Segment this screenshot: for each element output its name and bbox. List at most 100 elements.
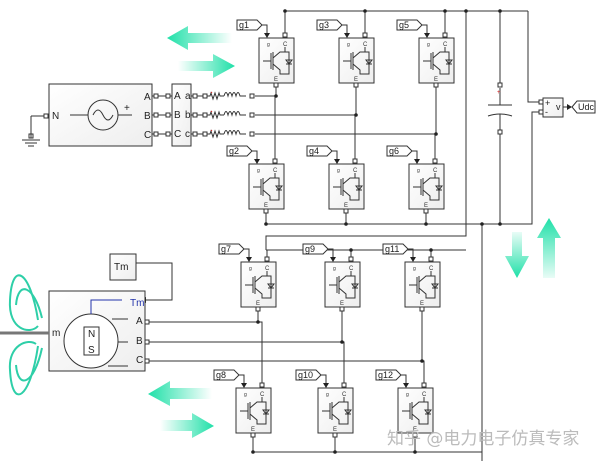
- igbt-gate-label: g: [249, 266, 252, 272]
- dc-link-capacitor[interactable]: +: [487, 82, 513, 135]
- goto-tag-g6[interactable]: g6: [386, 145, 413, 157]
- igbt-emitter-label: E: [354, 77, 358, 83]
- junction-dot: [333, 450, 337, 454]
- igbt-gate-label: g: [347, 42, 350, 48]
- igbt-g7[interactable]: g C Eg7: [218, 243, 277, 308]
- goto-tag-g7[interactable]: g7: [218, 243, 245, 255]
- port: [192, 93, 198, 99]
- igbt-gate-label: g: [427, 42, 430, 48]
- port: [423, 208, 429, 214]
- junction-dot: [429, 248, 433, 252]
- svg-text:+: +: [497, 90, 501, 96]
- igbt-collector-label: C: [342, 392, 347, 398]
- goto-tag-g1[interactable]: g1: [236, 19, 263, 31]
- voltage-measurement[interactable]: + - v: [542, 97, 564, 118]
- goto-tag-g11[interactable]: g11: [382, 243, 409, 255]
- machine-symbol-top: N: [88, 329, 95, 340]
- goto-udc[interactable]: Udc: [563, 100, 596, 114]
- arrow-up-icon: [537, 218, 561, 278]
- port: [412, 432, 418, 438]
- goto-tag-g10[interactable]: g10: [295, 369, 322, 381]
- junction-dot: [413, 450, 417, 454]
- wire: [528, 111, 541, 225]
- source-port-a: A: [144, 92, 151, 103]
- wire: [257, 309, 263, 385]
- resistor-icon: [207, 91, 224, 101]
- goto-tag-g3[interactable]: g3: [316, 19, 343, 31]
- igbt-emitter-label: E: [256, 301, 260, 307]
- igbt-emitter-label: E: [434, 77, 438, 83]
- junction-dot: [434, 132, 438, 136]
- junction-dot: [498, 9, 502, 13]
- goto-tag-g12[interactable]: g12: [375, 369, 402, 381]
- port: [192, 131, 198, 137]
- igbt-symbol-icon: [322, 397, 352, 425]
- udc-tag: Udc: [578, 102, 595, 112]
- tm-constant-block[interactable]: Tm: [109, 253, 137, 281]
- meas-port-c: c: [185, 129, 190, 140]
- port: [362, 32, 368, 38]
- inductor-icon: [223, 111, 246, 117]
- igbt-emitter-label: E: [251, 427, 255, 433]
- gate-wire: [252, 150, 258, 160]
- goto-tag-g5[interactable]: g5: [396, 19, 423, 31]
- gate-tag-label: g10: [298, 370, 313, 380]
- igbt-collector-label: C: [273, 168, 278, 174]
- goto-tag-g4[interactable]: g4: [306, 145, 333, 157]
- junction-dot: [340, 340, 344, 344]
- inductor-icon: [223, 92, 246, 98]
- igbt-symbol-icon: [423, 47, 453, 75]
- gate-tag-label: g7: [221, 244, 231, 254]
- igbt-emitter-label: E: [344, 203, 348, 209]
- port: [255, 306, 261, 312]
- igbt-collector-label: C: [429, 266, 434, 272]
- junction-dot: [251, 450, 255, 454]
- igbt-symbol-icon: [409, 271, 439, 299]
- port: [339, 306, 345, 312]
- port: [343, 208, 349, 214]
- port: [428, 256, 434, 262]
- resistor-icon: [207, 129, 224, 139]
- port: [250, 432, 256, 438]
- gate-tag-label: g5: [399, 20, 409, 30]
- three-phase-measurement[interactable]: A B C a b c: [171, 83, 192, 147]
- port: [43, 113, 49, 119]
- junction-dot: [264, 222, 268, 226]
- source-port-c: C: [144, 130, 151, 141]
- port: [432, 158, 438, 164]
- igbt-symbol-icon: [343, 47, 373, 75]
- junction-dot: [443, 9, 447, 13]
- pm-machine[interactable]: N S Tm m A B C: [48, 290, 146, 372]
- igbt-symbol-icon: [329, 271, 359, 299]
- igbt-collector-label: C: [260, 392, 265, 398]
- goto-tag-g9[interactable]: g9: [302, 243, 329, 255]
- three-phase-source[interactable]: + N A B C: [48, 83, 153, 147]
- machine-port-a: A: [136, 316, 143, 327]
- arrow-left-bottom-icon: [148, 381, 212, 406]
- igbt-collector-label: C: [265, 266, 270, 272]
- junction-dot: [498, 222, 502, 226]
- junction-dot: [420, 359, 424, 363]
- port: [144, 358, 150, 364]
- vm-out: v: [556, 102, 561, 112]
- igbt-emitter-label: E: [424, 203, 428, 209]
- gate-tag-label: g1: [239, 20, 249, 30]
- vm-minus: -: [545, 107, 548, 117]
- ground-icon: [22, 115, 44, 147]
- goto-tag-g8[interactable]: g8: [213, 369, 240, 381]
- goto-tag-g2[interactable]: g2: [226, 145, 253, 157]
- port: [249, 112, 255, 118]
- resistor-mark: [210, 129, 213, 132]
- source-port-b: B: [144, 111, 151, 122]
